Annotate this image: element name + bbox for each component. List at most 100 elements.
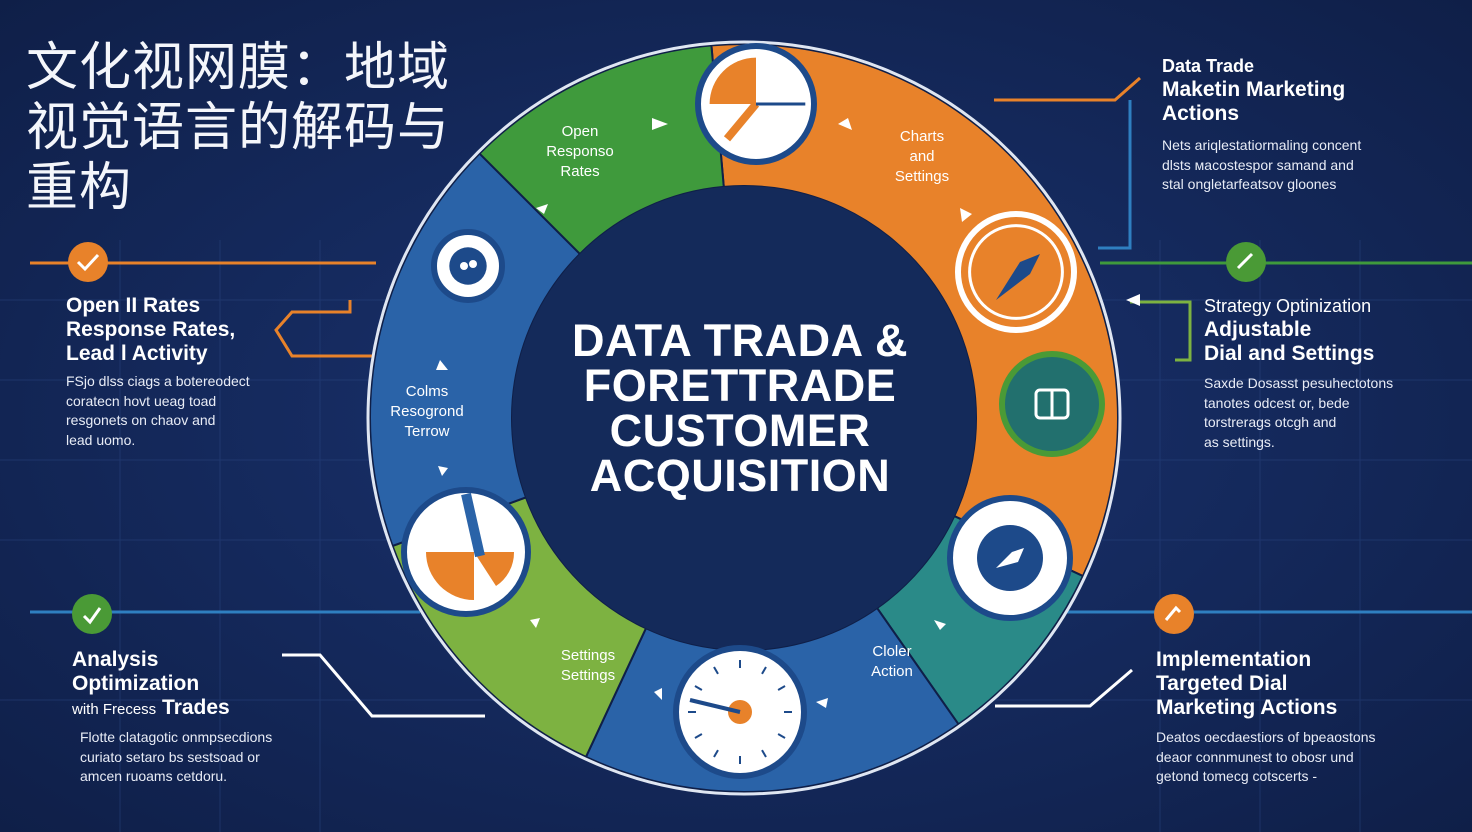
connector-right-mid [1130,300,1192,362]
panel-body-line: amcen ruoams cetdoru. [80,768,228,784]
ring-label-line: Rates [560,163,600,180]
panel-heading-big: Trades [162,696,230,719]
panel-body-line: as settings. [1204,433,1275,450]
panel-body-line: stal ongletarfeatsov gloones [1162,176,1337,192]
panel-body-line: dlsts мacostespor samand and [1162,156,1354,173]
panel-heading-line: with Frecess Trades [72,696,272,722]
book-icon [999,351,1105,457]
panel-body-line: getond tomecg cotscerts - [1156,768,1318,784]
ring-label-line: Settings [560,647,616,664]
panel-heading-line: Maketin Marketing [1162,78,1346,101]
panel-heading-line: Implementation [1156,648,1312,671]
panel-right-mid: Strategy Optinization Adjustable Dial an… [1204,294,1393,452]
connector-top-right-blue [1098,100,1132,250]
panel-body-line: coratecn hovt ueag toad [66,392,217,409]
panel-body: Deatos oecdaestiors of bpeaostons deaor … [1156,728,1375,787]
panel-heading: Implementation Targeted Dial Marketing A… [1156,648,1375,720]
panel-heading-small: with Frecess [72,701,157,718]
ring-label-top-left: Open Responso Rates [530,122,630,182]
panel-body-line: curiato setaro bs sestsoad or [80,748,260,765]
ring-label-line: Settings [894,168,950,185]
ring-segment-green [478,44,725,256]
panel-heading: Data Trade Maketin Marketing Actions [1162,54,1361,126]
ring-label-line: Charts [899,128,945,145]
dial-icon [673,645,807,779]
ring-label-line: Colms [405,383,449,400]
panel-heading-line: Actions [1162,102,1240,125]
badge-bottom-left [72,594,112,634]
panel-body-line: Flotte clatagotic onmpsecdions [80,729,273,745]
title-line: 文化视网膜：地域 [26,38,451,98]
panel-left-top: Open II Rates Response Rates, Lead l Act… [66,294,250,450]
ring-label-line: Terrow [404,423,450,440]
connector-top-right [994,76,1141,102]
ring-label-line: Cloler [872,643,912,660]
center-title: DATA TRADA & FORETTRADE CUSTOMER ACQUISI… [540,318,940,498]
ring-label-top-right: Charts and Settings [872,127,972,187]
panel-left-bottom: Analysis Optimization with Frecess Trade… [72,648,272,787]
panel-body-line: tanotes odcest or, bede [1204,394,1350,411]
ring-label-left: Colms Resogrond Terrow [372,382,482,442]
badge-top-left [68,242,108,282]
panel-right-bottom: Implementation Targeted Dial Marketing A… [1156,648,1375,787]
panel-heading-line: Analysis [72,648,159,671]
ring-label-line: Action [871,663,913,680]
title-line: 视觉语言的解码与 [26,98,451,158]
page-title: 文化视网膜：地域 视觉语言的解码与 重构 [26,38,486,218]
arrow-icon [947,495,1073,621]
panel-heading-line: Marketing Actions [1156,696,1338,719]
fan-chart-icon [401,487,531,617]
ring-label-line: and [909,148,935,165]
center-line: ACQUISITION [589,450,891,501]
ring-label-bottom-right: Cloler Action [842,642,942,682]
ring-label-line: Responso [546,143,614,160]
panel-heading-line: Open II Rates [66,294,201,317]
center-disc [512,186,976,650]
panel-body-line: deaor connmunest to obosr und [1156,748,1354,765]
panel-heading: Analysis Optimization with Frecess Trade… [72,648,272,722]
panel-body-line: torstrerags otcgh and [1204,414,1337,430]
ring-label-bottom-left: Settings Settings [538,646,638,686]
panel-heading-line: Lead l Activity [66,342,208,365]
title-line: 重构 [26,158,133,218]
ring-label-line: Settings [560,667,616,684]
ring-segment-blue-left [369,152,582,548]
connector-bottom-left [282,653,485,718]
center-line: FORETTRADE [583,360,897,411]
panel-body-line: Nets ariqlestatiormaling concent [1162,137,1362,153]
connector-left-mid [274,300,385,358]
panel-heading-line: Targeted Dial [1156,672,1288,695]
panel-body: Saxde Dosasst pesuhectotons tanotes odce… [1204,374,1393,452]
panel-heading-line: Response Rates, [66,318,236,341]
center-line: DATA TRADA & [572,315,908,366]
panel-body-line: resgonets on chaov and [66,412,216,428]
badge-bottom-right [1154,594,1194,634]
panel-heading-line: Optimization [72,672,200,695]
panel-heading: Strategy Optinization Adjustable Dial an… [1204,294,1393,366]
panel-body: Nets ariqlestatiormaling concent dlsts м… [1162,136,1361,195]
panel-heading-line: Strategy Optinization [1204,296,1372,316]
panel-body: Flotte clatagotic onmpsecdions curiato s… [80,728,272,787]
panel-body-line: Saxde Dosasst pesuhectotons [1204,375,1394,391]
panel-body: FSjo dlss ciags a botereodect coratecn h… [66,372,250,450]
panel-body-line: FSjo dlss ciags a botereodect [66,373,250,389]
ring-arrows [436,118,1140,708]
panel-top-right: Data Trade Maketin Marketing Actions Net… [1162,54,1361,195]
panel-heading-line: Adjustable [1204,318,1312,341]
ring-label-line: Open [561,123,599,140]
user-icon [431,229,505,303]
pie-chart-icon [695,43,817,165]
panel-heading-line: Data Trade [1162,56,1255,76]
plane-icon [955,211,1077,333]
panel-heading-line: Dial and Settings [1204,342,1375,365]
panel-body-line: Deatos oecdaestiors of bpeaostons [1156,729,1376,745]
ring-outer-rim [366,40,1122,796]
panel-heading: Open II Rates Response Rates, Lead l Act… [66,294,250,366]
connector-bottom-right [995,668,1133,708]
panel-body-line: lead uomo. [66,431,136,448]
badge-right [1226,242,1266,282]
ring-label-line: Resogrond [390,403,464,420]
center-line: CUSTOMER [609,405,871,456]
